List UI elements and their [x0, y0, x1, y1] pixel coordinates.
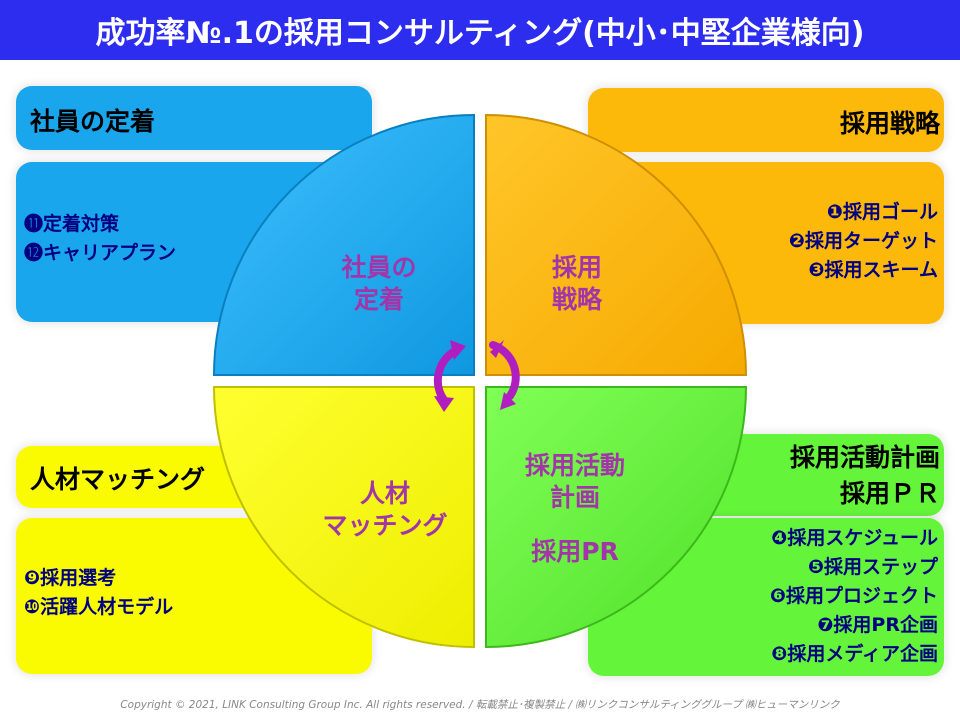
list-matching: ❾採用選考 ❿活躍人材モデル	[24, 564, 173, 622]
quadrant-activity	[485, 386, 748, 649]
panel-title-strategy: 採用戦略	[839, 109, 940, 138]
list-item: ❿活躍人材モデル	[24, 596, 174, 618]
list-item: ❸採用スキーム	[808, 259, 938, 281]
list-item: ❷採用ターゲット	[788, 230, 938, 252]
quadrant-label-line: 採用	[551, 253, 602, 282]
quadrant-matching	[212, 386, 475, 649]
arrow-head-icon	[450, 340, 466, 360]
page-title: 成功率№.1の採用コンサルティング(中小･中堅企業様向)	[95, 16, 865, 51]
quadrant-label-line: 採用PR	[531, 537, 619, 566]
quadrant-label-line: 社員の	[341, 253, 417, 282]
quadrant-strategy	[485, 113, 748, 376]
quadrant-label-matching: 人材 マッチング	[300, 478, 470, 542]
quadrant-retention	[212, 113, 475, 376]
list-item: ⓫定着対策	[24, 213, 120, 235]
panel-title-retention: 社員の定着	[30, 107, 156, 136]
quadrant-label-strategy: 採用 戦略	[522, 252, 632, 316]
quadrant-label-retention: 社員の 定着	[314, 252, 444, 316]
quadrant-label-line: 採用活動	[524, 451, 625, 480]
list-item: ❺採用ステップ	[807, 556, 938, 578]
list-item: ❽採用メディア企画	[771, 643, 938, 665]
panel-title-matching: 人材マッチング	[30, 465, 206, 494]
arrow-head-icon	[434, 396, 454, 412]
list-item: ⓬キャリアプラン	[24, 242, 177, 264]
quadrant-label-line: 計画	[549, 483, 600, 512]
arrow-head-icon	[500, 392, 516, 410]
list-strategy: ❶採用ゴール ❷採用ターゲット ❸採用スキーム	[789, 198, 938, 285]
list-activity: ❹採用スケジュール ❺採用ステップ ❻採用プロジェクト ❼採用PR企画 ❽採用メ…	[770, 524, 938, 669]
quadrant-label-line: 定着	[353, 285, 404, 314]
footer-copyright: Copyright © 2021, LINK Consulting Group …	[120, 699, 840, 711]
list-retention: ⓫定着対策 ⓬キャリアプラン	[24, 210, 176, 268]
panel-title-line: 採用活動計画	[789, 443, 940, 472]
list-item: ❾採用選考	[24, 567, 117, 589]
panel-strategy-title	[588, 88, 944, 152]
header-bar: 成功率№.1の採用コンサルティング(中小･中堅企業様向)	[0, 0, 960, 60]
list-item: ❻採用プロジェクト	[769, 585, 938, 607]
panel-title-line: 採用ＰＲ	[839, 479, 940, 508]
quadrant-label-activity: 採用活動 計画 採用PR	[500, 450, 650, 568]
list-item: ❹採用スケジュール	[771, 527, 938, 549]
quadrant-label-line: 人材	[359, 479, 410, 508]
quadrant-label-line: マッチング	[322, 511, 448, 540]
list-item: ❶採用ゴール	[826, 201, 938, 223]
arrow-head-icon	[490, 340, 504, 358]
panel-retention-title	[16, 86, 372, 150]
panel-title-activity: 採用活動計画 採用ＰＲ	[790, 440, 940, 512]
quadrant-label-line: 戦略	[551, 285, 602, 314]
list-item: ❼採用PR企画	[817, 614, 938, 636]
